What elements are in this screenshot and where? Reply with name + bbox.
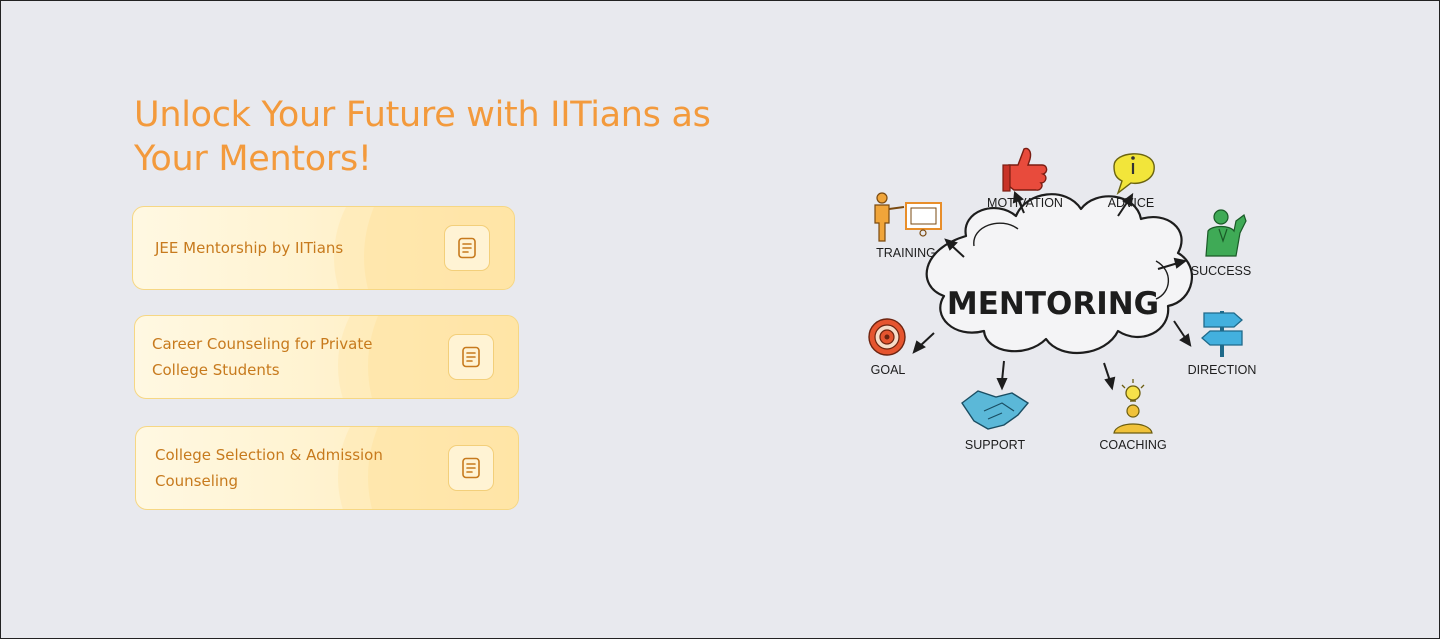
document-icon[interactable] — [444, 225, 490, 271]
mentoring-title: MENTORING — [947, 286, 1159, 322]
target-icon — [868, 318, 906, 356]
label-motivation: MOTIVATION — [987, 196, 1063, 210]
training-icon — [874, 192, 942, 242]
label-coaching: COACHING — [1099, 438, 1166, 452]
cloud-shape — [925, 193, 1194, 354]
label-advice: ADVICE — [1108, 196, 1155, 210]
signpost-icon — [1201, 311, 1243, 357]
handshake-icon — [961, 390, 1030, 430]
document-icon[interactable] — [448, 334, 494, 380]
card-label: Career Counseling for Private College St… — [152, 335, 373, 379]
label-training: TRAINING — [876, 246, 936, 260]
page-title: Unlock Your Future with IITians as Your … — [134, 95, 711, 179]
thumbs-up-icon — [1002, 147, 1048, 192]
label-support: SUPPORT — [965, 438, 1026, 452]
connector-arrows — [912, 191, 1192, 391]
coaching-icon — [1113, 379, 1153, 434]
card-career-counseling[interactable]: Career Counseling for Private College St… — [134, 315, 519, 399]
card-jee-mentorship[interactable]: JEE Mentorship by IITians — [132, 206, 515, 290]
label-direction: DIRECTION — [1188, 363, 1257, 377]
card-label: College Selection & Admission Counseling — [155, 446, 383, 490]
success-icon — [1205, 209, 1247, 257]
info-bubble-icon — [1113, 153, 1155, 195]
label-goal: GOAL — [871, 363, 906, 377]
card-label: JEE Mentorship by IITians — [155, 239, 344, 257]
mentoring-illustration: MENTORING MOTIVATION ADVICE TRAINING — [868, 147, 1257, 452]
document-icon[interactable] — [448, 445, 494, 491]
card-college-selection[interactable]: College Selection & Admission Counseling — [135, 426, 519, 510]
label-success: SUCCESS — [1191, 264, 1251, 278]
